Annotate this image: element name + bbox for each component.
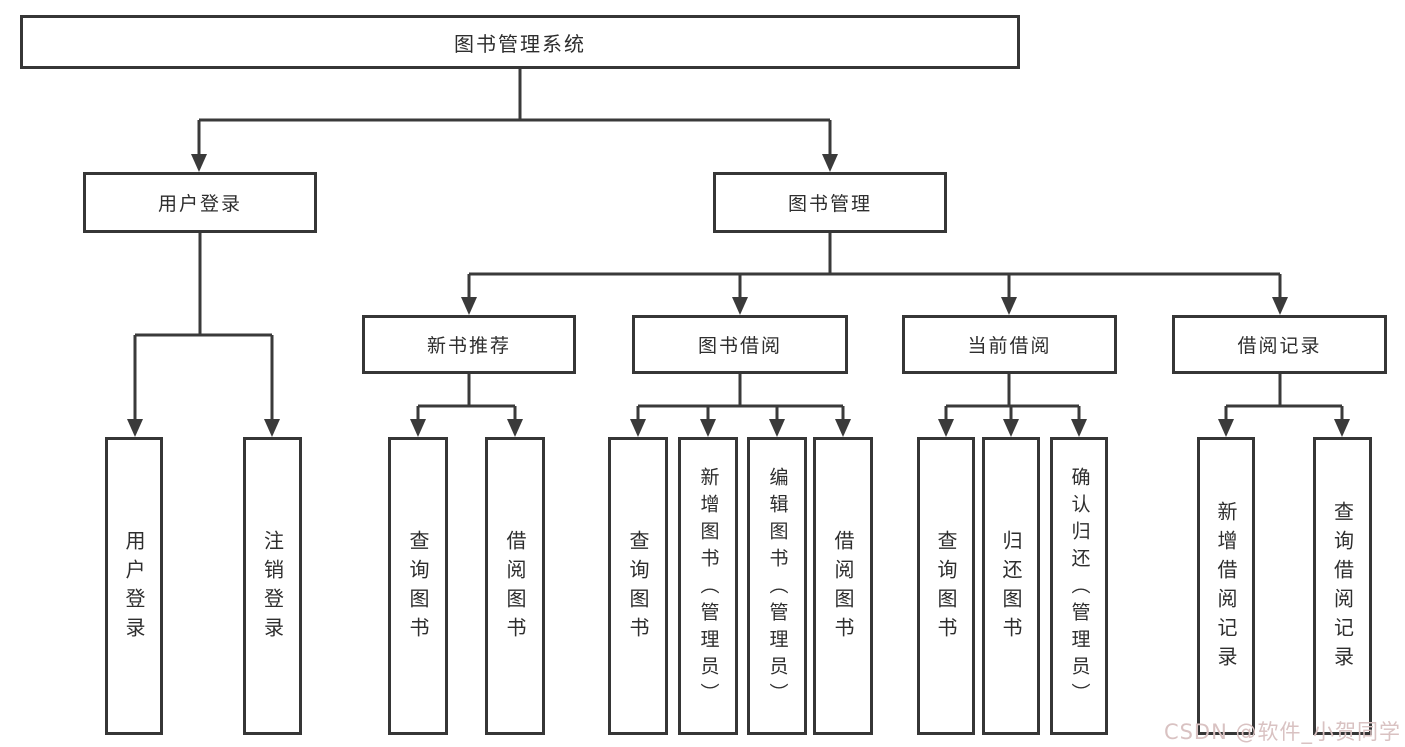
node-new-book-recommend: 新书推荐 <box>362 315 576 374</box>
node-book-borrow: 图书借阅 <box>632 315 848 374</box>
leaf-user-login: 用户登录 <box>105 437 163 735</box>
leaf-return-book: 归还图书 <box>982 437 1040 735</box>
node-root-system: 图书管理系统 <box>20 15 1020 69</box>
leaf-query-borrow-record: 查询借阅记录 <box>1313 437 1372 735</box>
node-user-login: 用户登录 <box>83 172 317 233</box>
leaf-confirm-return-admin: 确认归还（管理员） <box>1050 437 1108 735</box>
leaf-query-book-borrow: 查询图书 <box>608 437 668 735</box>
csdn-watermark: CSDN @软件_小贺同学 <box>1163 720 1401 744</box>
arrow-down-icons <box>127 154 1350 437</box>
leaf-add-borrow-record: 新增借阅记录 <box>1197 437 1255 735</box>
leaf-logout: 注销登录 <box>243 437 302 735</box>
leaf-borrow-book: 借阅图书 <box>813 437 873 735</box>
leaf-query-book-recommend: 查询图书 <box>388 437 448 735</box>
leaf-add-book-admin: 新增图书（管理员） <box>678 437 738 735</box>
node-book-management: 图书管理 <box>713 172 947 233</box>
leaf-query-book-current: 查询图书 <box>917 437 975 735</box>
node-borrow-records: 借阅记录 <box>1172 315 1387 374</box>
connector-paths <box>133 68 1344 420</box>
leaf-edit-book-admin: 编辑图书（管理员） <box>747 437 807 735</box>
node-current-borrow: 当前借阅 <box>902 315 1117 374</box>
leaf-borrow-book-recommend: 借阅图书 <box>485 437 545 735</box>
